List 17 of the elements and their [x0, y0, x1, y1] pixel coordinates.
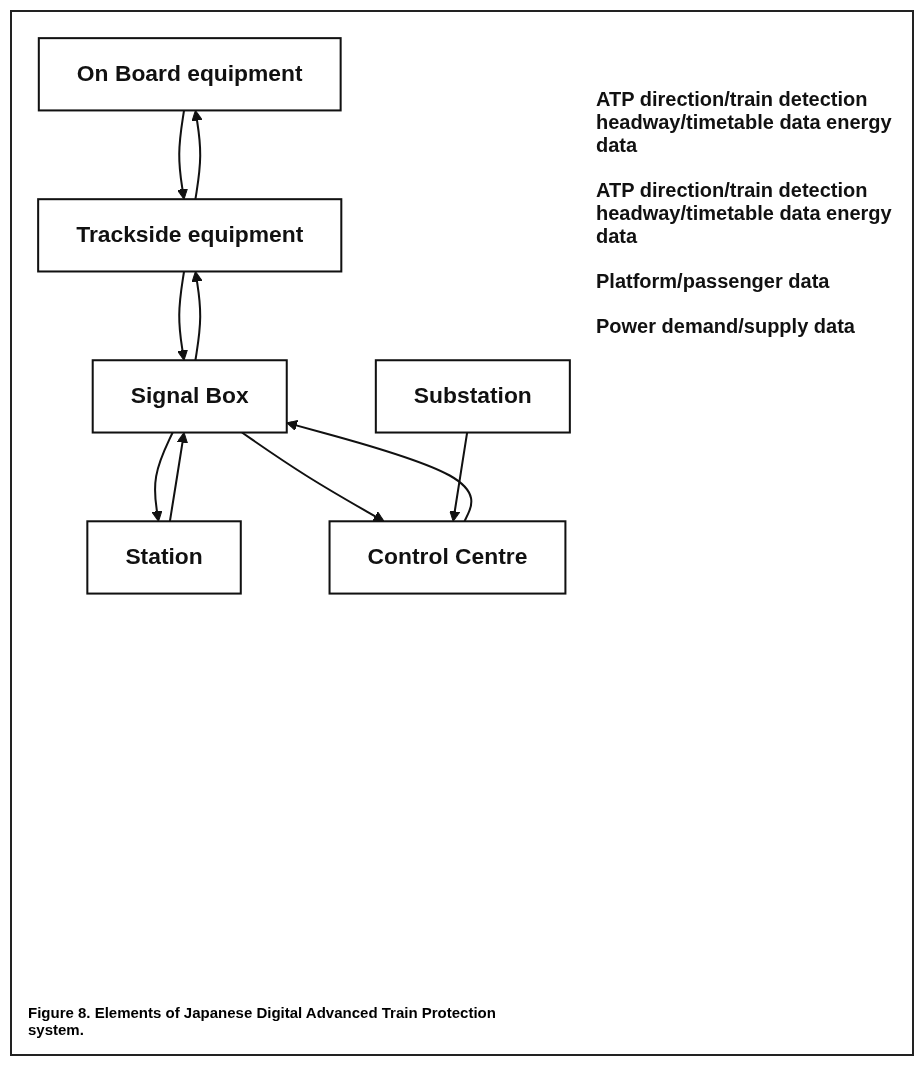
data-flow-note: Power demand/supply data — [596, 315, 856, 338]
arrow — [286, 420, 473, 522]
process-box: Station — [86, 520, 242, 595]
process-box: Trackside equipment — [37, 198, 343, 273]
data-flow-note: ATP direction/train detection headway/timetable data energy data — [596, 88, 893, 157]
arrow — [168, 432, 188, 522]
process-box: Substation — [374, 359, 571, 434]
arrow — [176, 110, 188, 200]
process-box: Signal Box — [91, 359, 288, 434]
process-box: On Board equipment — [37, 37, 342, 112]
figure-caption: Figure 8. Elements of Japanese Digital Advanced Train Protection system. — [28, 1004, 497, 1038]
arrow — [176, 271, 188, 361]
arrow — [151, 432, 174, 522]
data-flow-note: ATP direction/train detection headway/timetable data energy data — [596, 179, 893, 248]
arrow — [449, 432, 469, 522]
data-flow-note: Platform/passenger data — [596, 270, 831, 293]
process-box: Control Centre — [328, 520, 567, 595]
